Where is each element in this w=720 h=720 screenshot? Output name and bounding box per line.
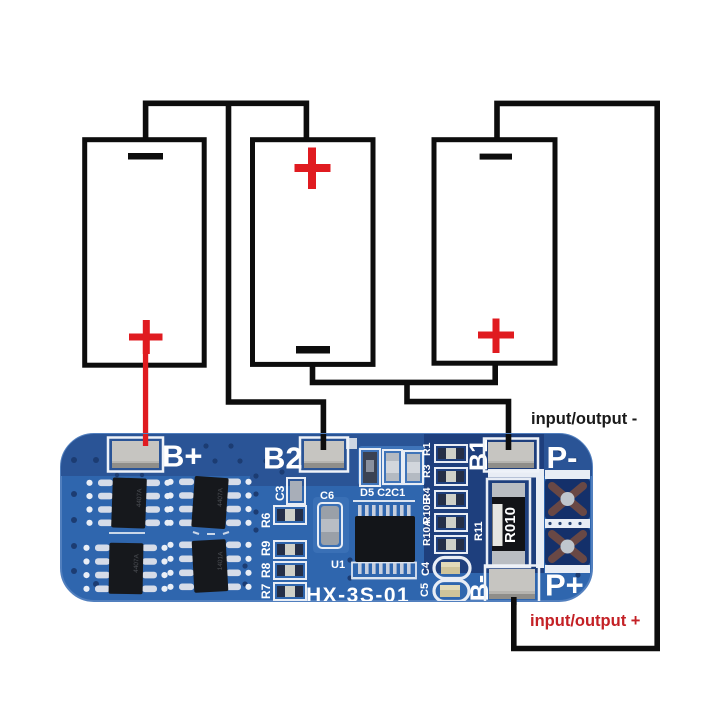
svg-text:C4: C4 — [420, 561, 432, 576]
svg-text:input/output +: input/output + — [530, 612, 640, 630]
svg-text:HX-3S-01: HX-3S-01 — [306, 584, 410, 607]
svg-text:4407A: 4407A — [136, 488, 144, 508]
svg-text:R8: R8 — [259, 562, 273, 578]
svg-text:C3: C3 — [273, 485, 287, 501]
svg-text:R010: R010 — [502, 507, 519, 543]
svg-text:R10B: R10B — [421, 497, 433, 524]
svg-text:R7: R7 — [259, 583, 273, 599]
svg-text:R1: R1 — [421, 442, 433, 456]
svg-text:D5 C2C1: D5 C2C1 — [360, 487, 405, 499]
svg-text:C6: C6 — [320, 490, 334, 502]
svg-text:U1: U1 — [331, 559, 345, 571]
svg-text:R11: R11 — [473, 521, 485, 541]
svg-text:1401A: 1401A — [217, 551, 225, 571]
svg-text:4407A: 4407A — [217, 487, 225, 507]
svg-text:R9: R9 — [259, 540, 273, 556]
svg-text:4407A: 4407A — [133, 553, 141, 573]
svg-text:C5: C5 — [419, 583, 431, 597]
svg-text:R3: R3 — [421, 464, 433, 478]
svg-text:R6: R6 — [259, 512, 273, 528]
svg-text:R4: R4 — [421, 487, 433, 501]
svg-text:P+: P+ — [545, 568, 584, 603]
svg-text:R10A: R10A — [421, 519, 433, 546]
svg-text:B+: B+ — [162, 439, 203, 474]
svg-text:input/output -: input/output - — [531, 410, 637, 428]
svg-text:B2: B2 — [263, 441, 303, 476]
svg-text:P-: P- — [547, 440, 578, 475]
